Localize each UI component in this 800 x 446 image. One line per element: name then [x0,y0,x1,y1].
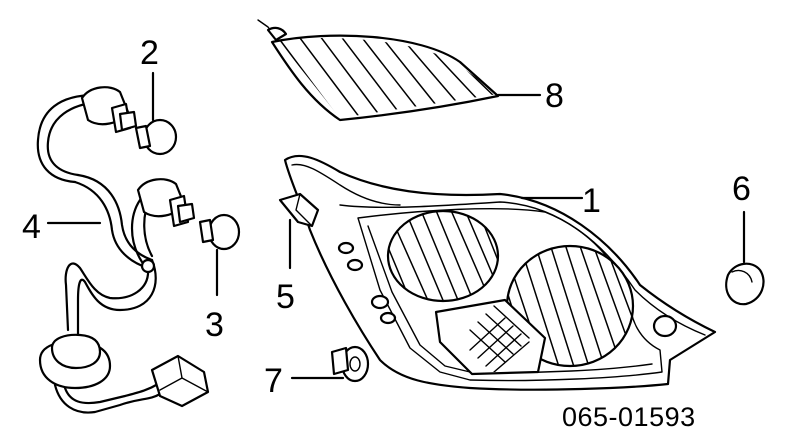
part-5-clip [278,192,320,228]
callout-3: 3 [205,306,224,344]
part-6-cap [725,262,765,306]
lower-lens-grid [469,305,530,372]
lens-circle-2-hatching [507,246,633,366]
part-8-lens [257,19,500,122]
part-1-lamp-housing [283,154,717,391]
callout-4: 4 [22,208,41,246]
callout-2: 2 [140,34,159,72]
part-3-bulb [198,213,241,251]
part-7-nut [330,345,370,383]
callout-1: 1 [582,182,601,220]
leader-lines [46,71,746,380]
diagram-code: 065-01593 [562,402,696,432]
callout-7: 7 [264,362,283,400]
part-4-wire-harness [36,86,210,414]
callout-5: 5 [276,278,295,316]
callout-8: 8 [545,77,564,115]
part-2-bulb [134,118,178,156]
callout-6: 6 [732,170,751,208]
